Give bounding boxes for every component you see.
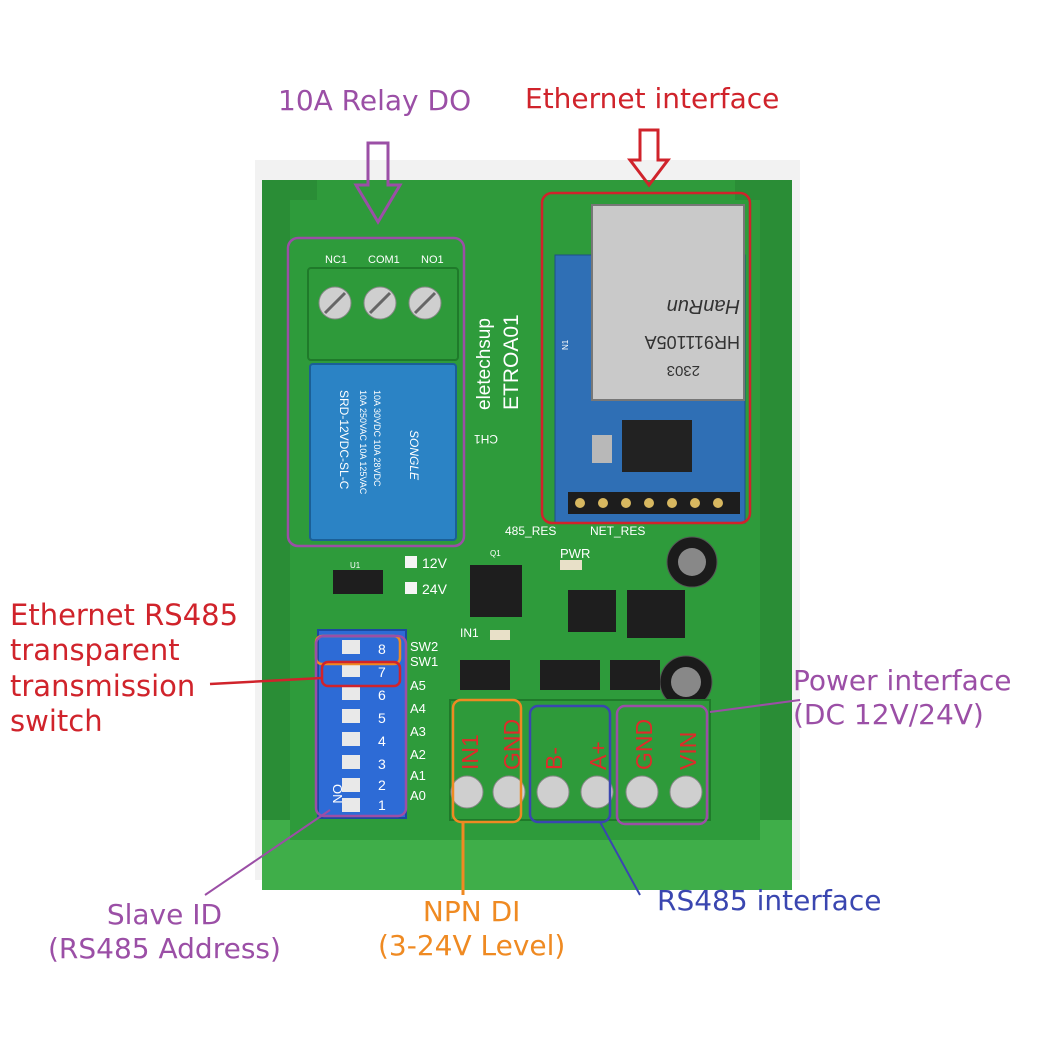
relay-rating-1: 10A 250VAC 10A 125VAC (358, 390, 368, 495)
slave-annotation-line-1: Slave ID (106, 898, 223, 931)
optocoupler-1 (460, 660, 510, 690)
relay-arrow (353, 141, 403, 225)
npn-annotation-line-2: (3-24V Level) (378, 929, 566, 963)
n1-label: U1 (350, 561, 361, 570)
option-24v: 24V (422, 581, 448, 597)
label-a5: A5 (410, 678, 426, 693)
ch1-label: CH1 (474, 432, 498, 446)
relay-pin-com1: COM1 (368, 254, 400, 266)
npn-annotation: NPN DI (3-24V Level) (378, 895, 565, 963)
in1-led (490, 630, 510, 640)
netres-label: NET_RES (590, 524, 645, 538)
switch-annotation-line-4: switch (10, 704, 103, 739)
slave-id-highlight-box (314, 634, 408, 818)
switch-leader-line (209, 676, 323, 686)
slave-annotation: Slave ID (RS485 Address) (48, 898, 281, 966)
label-a1: A1 (410, 768, 426, 783)
dip-switch-levers (342, 640, 360, 812)
npn-highlight-box (451, 698, 523, 824)
run-led-label: N1 (561, 339, 570, 350)
ethernet-annotation: Ethernet interface (525, 82, 780, 115)
pad-24v (405, 582, 417, 594)
dip-on-label: ON (330, 784, 345, 804)
relay-annotation: 10A Relay DO (278, 84, 472, 117)
power-highlight-box (615, 704, 709, 826)
rs485-highlight-box (528, 704, 612, 824)
dip-num-2: 2 (378, 777, 386, 793)
switch-annotation-line-3: transmission (10, 668, 196, 703)
jack-brand: HanRun (667, 295, 740, 317)
switch-annotation-line-2: transparent (10, 633, 180, 668)
power-annotation-line-2: (DC 12V/24V) (793, 698, 984, 732)
switch-annotation-line-1: Ethernet RS485 (10, 598, 239, 632)
relay-brand: SONGLE (407, 430, 421, 481)
npn-annotation-line-1: NPN DI (422, 895, 521, 928)
brand-label: eletechsup (474, 318, 495, 410)
regulator (627, 590, 685, 638)
relay-pin-no1: NO1 (421, 254, 444, 266)
rs485-leader-line (599, 821, 641, 896)
dip-num-6: 6 (378, 687, 386, 703)
ic-u1 (470, 565, 522, 617)
ic-u2 (568, 590, 616, 632)
pwr-led (560, 560, 582, 570)
optocoupler-2 (540, 660, 600, 690)
dip-num-1: 1 (378, 797, 386, 813)
dip-num-4: 4 (378, 733, 386, 749)
option-12v: 12V (422, 555, 448, 571)
label-sw2: SW2 (410, 639, 438, 654)
jack-date: 2303 (667, 362, 700, 379)
terminal-b-minus: B- (541, 747, 567, 770)
rs485-annotation: RS485 interface (657, 884, 882, 917)
relay-highlight-box (286, 236, 466, 548)
res485-label: 485_RES (505, 524, 556, 538)
in1-led-label: IN1 (460, 626, 479, 640)
module-pin-header (568, 492, 740, 514)
label-a2: A2 (410, 747, 426, 762)
terminal-screws (450, 775, 703, 809)
label-sw1: SW1 (410, 654, 438, 669)
model-label: ETROA01 (500, 314, 523, 410)
slave-annotation-line-2: (RS485 Address) (48, 932, 281, 966)
terminal-a-plus: A+ (585, 741, 611, 770)
power-annotation: Power interface (DC 12V/24V) (793, 664, 1011, 732)
label-a4: A4 (410, 701, 426, 716)
dip-num-5: 5 (378, 710, 386, 726)
dip-num-7: 7 (378, 664, 386, 680)
relay-model: SRD-12VDC-SL-C (337, 390, 351, 490)
relay-pin-nc1: NC1 (325, 254, 347, 266)
ethernet-chip (622, 420, 692, 472)
ethernet-arrow (626, 128, 672, 188)
sw1-highlight-box (320, 660, 402, 688)
relay (309, 363, 457, 541)
pad-12v (405, 556, 417, 568)
u1-label: Q1 (490, 549, 501, 558)
slave-leader-line (204, 809, 331, 896)
bottom-terminal-blocks (449, 699, 711, 821)
terminal-in1: IN1 (457, 734, 483, 770)
label-a0: A0 (410, 788, 426, 803)
ethernet-highlight-box (540, 191, 752, 525)
relay-rating-2: 10A 30VDC 10A 28VDC (372, 390, 382, 487)
power-leader-line (709, 699, 801, 713)
switch-annotation: Ethernet RS485 transparent transmission … (10, 598, 238, 740)
pwr-label: PWR (560, 546, 590, 561)
diode-n1 (333, 570, 383, 594)
dip-num-8: 8 (378, 641, 386, 657)
terminal-gnd-2: GND (631, 719, 657, 770)
optocoupler-3 (610, 660, 660, 690)
jack-model: HR911105A (645, 332, 740, 352)
rj45-jack (591, 204, 745, 401)
crystal (592, 435, 612, 463)
power-annotation-line-1: Power interface (793, 664, 1012, 697)
terminal-vin: VIN (675, 732, 701, 770)
dip-num-3: 3 (378, 756, 386, 772)
label-a3: A3 (410, 724, 426, 739)
